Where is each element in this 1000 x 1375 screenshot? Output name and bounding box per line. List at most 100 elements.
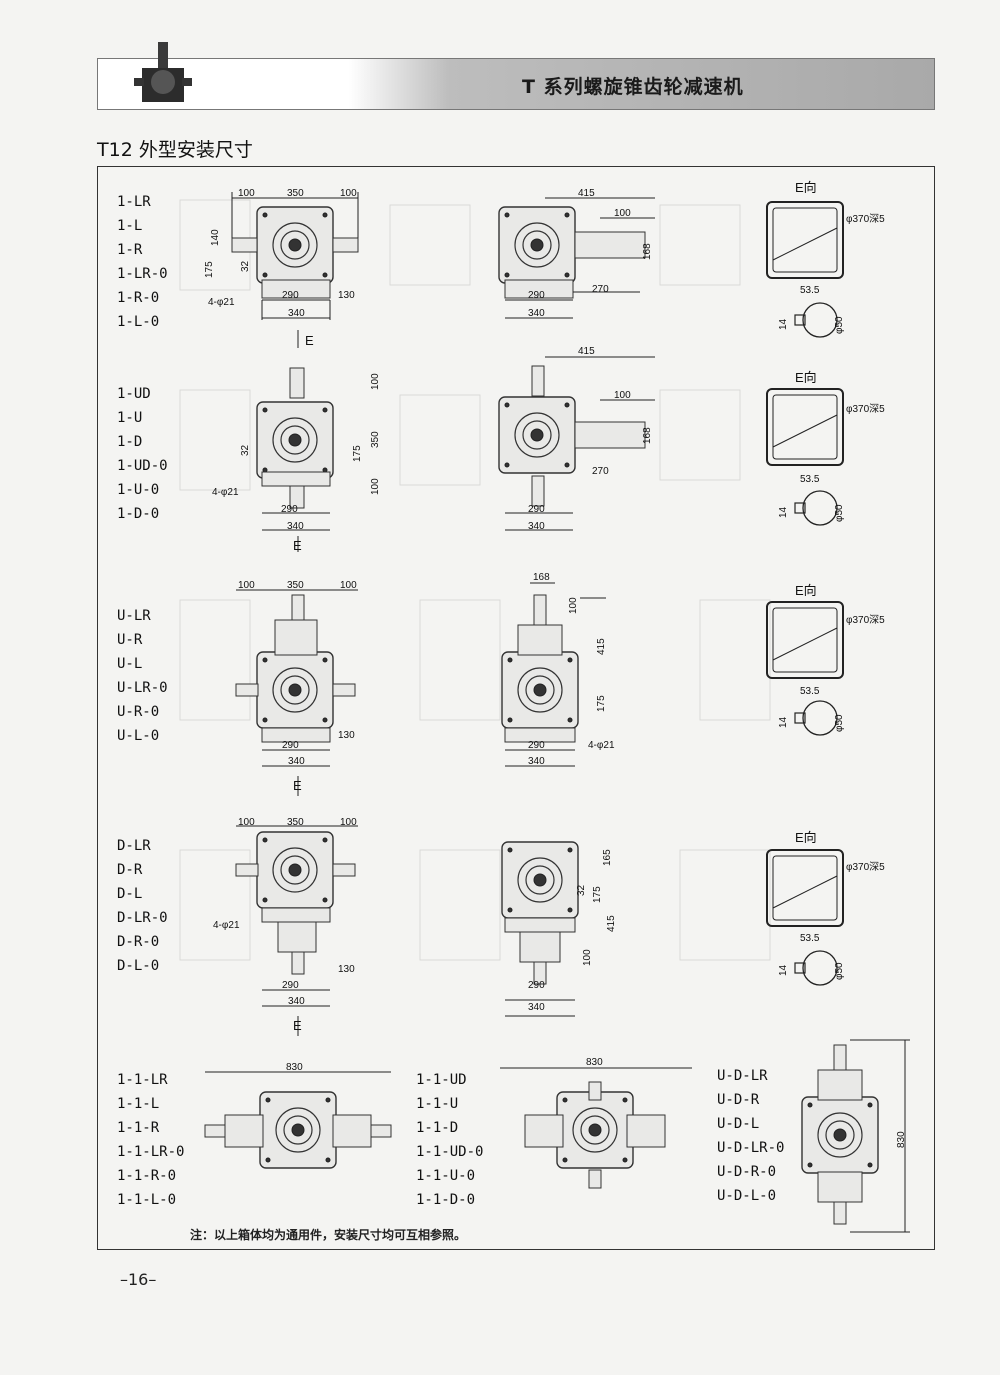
dim-label: φ50 (834, 714, 845, 732)
dim-label: φ370深5 (846, 861, 885, 873)
e-view-label: E向 (795, 830, 817, 845)
dim-label: φ50 (834, 504, 845, 522)
dim-label: 340 (288, 996, 305, 1007)
dim-label: 290 (281, 504, 298, 515)
model-label: U-D-R (717, 1092, 760, 1108)
e-arrow-label: E (293, 778, 302, 793)
model-label: U-D-LR (717, 1068, 768, 1084)
page-number: –16– (120, 1270, 157, 1289)
row3-e-view (766, 601, 844, 736)
dim-label: 32 (240, 260, 251, 272)
model-label: U-D-L (717, 1116, 760, 1132)
model-label: 1-L (117, 218, 143, 234)
dim-label: 830 (286, 1062, 303, 1073)
dim-label: 290 (528, 980, 545, 991)
dim-label: 165 (602, 849, 613, 866)
dim-label: 415 (578, 188, 595, 199)
model-label: U-LR-0 (117, 680, 168, 696)
dim-label: 168 (642, 243, 653, 260)
dim-label: 340 (288, 756, 305, 767)
dim-label: 53.5 (800, 933, 820, 944)
model-label: 1-UD (117, 386, 151, 402)
dim-label: 100 (238, 817, 255, 828)
dim-label: 130 (338, 290, 355, 301)
row2-front-view (256, 367, 334, 552)
dim-label: 415 (606, 915, 617, 932)
dim-label: φ370深5 (846, 614, 885, 626)
model-label: 1-1-R (117, 1120, 160, 1136)
model-label: D-L (117, 886, 143, 902)
header-bar (97, 58, 935, 110)
dim-label: 32 (240, 444, 251, 456)
dim-label: 140 (210, 229, 221, 246)
dim-label: 415 (596, 638, 607, 655)
e-view-label: E向 (795, 370, 817, 385)
dim-label: 340 (528, 1002, 545, 1013)
dim-label: 130 (338, 730, 355, 741)
dim-label: 14 (778, 716, 789, 728)
section-title: T12 外型安装尺寸 (97, 139, 253, 161)
e-view-label: E向 (795, 180, 817, 195)
dim-label: 290 (528, 290, 545, 301)
dim-label: 100 (614, 390, 631, 401)
dim-label: 4-φ21 (588, 740, 615, 751)
dim-label: 290 (528, 740, 545, 751)
e-arrow-label: E (293, 538, 302, 553)
dim-label: φ50 (834, 962, 845, 980)
model-label: U-D-R-0 (717, 1164, 777, 1180)
dim-label: 14 (778, 318, 789, 330)
dim-label: 100 (370, 478, 381, 495)
dim-label: 100 (238, 188, 255, 199)
dim-label: 53.5 (800, 474, 820, 485)
e-arrow-label: E (293, 1018, 302, 1033)
model-label: 1-1-LR-0 (117, 1144, 185, 1160)
page-header-title: T 系列螺旋锥齿轮减速机 (522, 76, 744, 98)
model-label: U-LR (117, 608, 151, 624)
model-label: U-R-0 (117, 704, 160, 720)
dim-label: 340 (287, 521, 304, 532)
dim-label: 270 (592, 284, 609, 295)
dim-label: 340 (288, 308, 305, 319)
model-label: 1-1-R-0 (117, 1168, 177, 1184)
dim-label: 4-φ21 (213, 920, 240, 931)
dim-label: 290 (282, 290, 299, 301)
model-label: 1-R-0 (117, 290, 160, 306)
model-label: U-L-0 (117, 728, 160, 744)
row1-e-view (766, 201, 844, 338)
dim-label: 100 (582, 949, 593, 966)
dim-label: 290 (282, 980, 299, 991)
dim-label: 14 (778, 506, 789, 518)
model-label: 1-1-D-0 (416, 1192, 476, 1208)
model-label: D-LR-0 (117, 910, 168, 926)
model-label: 1-1-UD-0 (416, 1144, 484, 1160)
footnote: 注：以上箱体均为通用件，安装尺寸均可互相参照。 (190, 1228, 467, 1242)
model-label: 1-L-0 (117, 314, 160, 330)
dim-label: 350 (370, 431, 381, 448)
dim-label: 175 (596, 695, 607, 712)
model-label: U-L (117, 656, 143, 672)
row2-side-view (498, 356, 655, 531)
row1-front-view (231, 192, 359, 348)
model-label: D-R (117, 862, 143, 878)
dim-label: 830 (586, 1057, 603, 1068)
row4-e-view (766, 849, 844, 986)
dim-label: 14 (778, 964, 789, 976)
model-label: 1-UD-0 (117, 458, 168, 474)
dim-label: 100 (370, 373, 381, 390)
row1-side-view (498, 197, 655, 319)
model-label: U-R (117, 632, 143, 648)
dim-label: 340 (528, 308, 545, 319)
dim-label: 290 (528, 504, 545, 515)
dim-label: φ370深5 (846, 403, 885, 415)
dim-label: 270 (592, 466, 609, 477)
row4-front-view (235, 825, 358, 1036)
dim-label: φ370深5 (846, 213, 885, 225)
model-label: 1-1-U (416, 1096, 459, 1112)
model-label: 1-1-L (117, 1096, 160, 1112)
model-label: D-LR (117, 838, 151, 854)
bottom-view-2 (500, 1067, 692, 1189)
dim-label: 350 (287, 580, 304, 591)
model-label: U-D-LR-0 (717, 1140, 785, 1156)
dim-label: 415 (578, 346, 595, 357)
